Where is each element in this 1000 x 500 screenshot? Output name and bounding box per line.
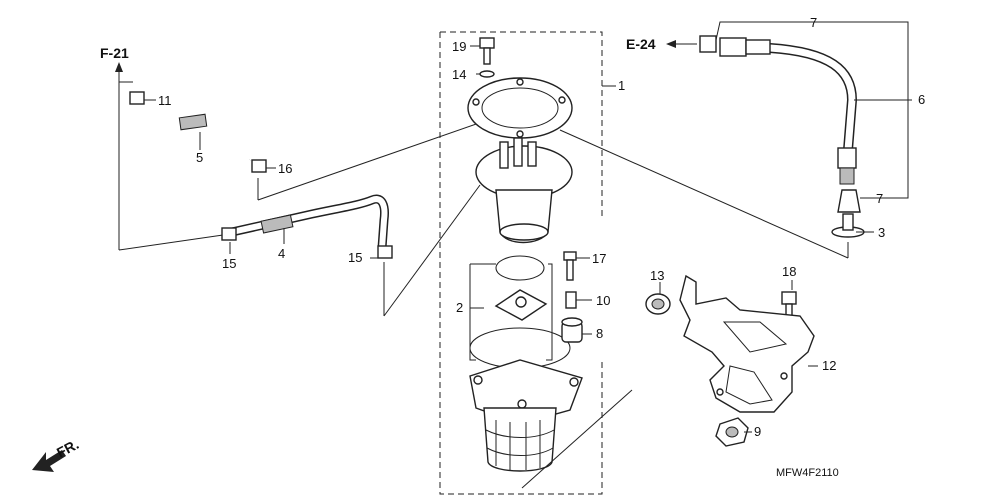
assembly-outline <box>439 31 616 495</box>
front-direction-arrow <box>32 450 66 472</box>
callout-5: 5 <box>196 150 203 165</box>
grommet-13 <box>645 293 671 315</box>
fuel-hose-4 <box>221 194 393 259</box>
fuel-hose-5 <box>129 91 267 173</box>
hose-clip-7-upper <box>699 35 717 53</box>
ref-f21-arrow <box>115 62 224 251</box>
washer-14 <box>479 70 495 78</box>
bolt-17 <box>563 251 577 281</box>
grommet-8 <box>561 317 583 343</box>
callout-11: 11 <box>158 93 172 108</box>
callout-leaders <box>144 45 874 433</box>
callout-12: 12 <box>822 358 836 373</box>
collar-10 <box>565 291 577 309</box>
ref-e24-arrow <box>666 40 697 48</box>
callout-8: 8 <box>596 326 603 341</box>
callout-13: 13 <box>650 268 664 283</box>
callout-16: 16 <box>278 161 292 176</box>
bolt-19 <box>479 37 495 65</box>
hose-clip-7-lower <box>837 189 861 213</box>
callout-6: 6 <box>918 92 925 107</box>
callout-2: 2 <box>456 300 463 315</box>
fuel-pump-flange <box>467 77 573 139</box>
fuel-hose-6 <box>719 37 858 185</box>
ref-label-f21: F-21 <box>100 45 129 61</box>
callout-4: 4 <box>278 246 285 261</box>
callout-15-right: 15 <box>348 250 362 265</box>
callout-14: 14 <box>452 67 466 82</box>
callout-3: 3 <box>878 225 885 240</box>
o-ring-2 <box>469 255 571 369</box>
callout-17: 17 <box>592 251 606 266</box>
bracket-12 <box>679 274 815 413</box>
fuel-pump-body <box>469 359 583 472</box>
diagram-code: MFW4F2110 <box>776 467 839 479</box>
callout-18: 18 <box>782 264 796 279</box>
nut-9 <box>715 417 749 447</box>
callout-1: 1 <box>618 78 625 93</box>
callout-7-lower: 7 <box>876 191 883 206</box>
callout-19: 19 <box>452 39 466 54</box>
fuel-pump-top-assembly <box>475 137 573 244</box>
callout-15-left: 15 <box>222 256 236 271</box>
callout-10: 10 <box>596 293 610 308</box>
callout-9: 9 <box>754 424 761 439</box>
callout-7-upper: 7 <box>810 15 817 30</box>
bolt-18 <box>781 291 797 317</box>
ref-label-e24: E-24 <box>626 36 656 52</box>
joint-3 <box>831 213 865 238</box>
